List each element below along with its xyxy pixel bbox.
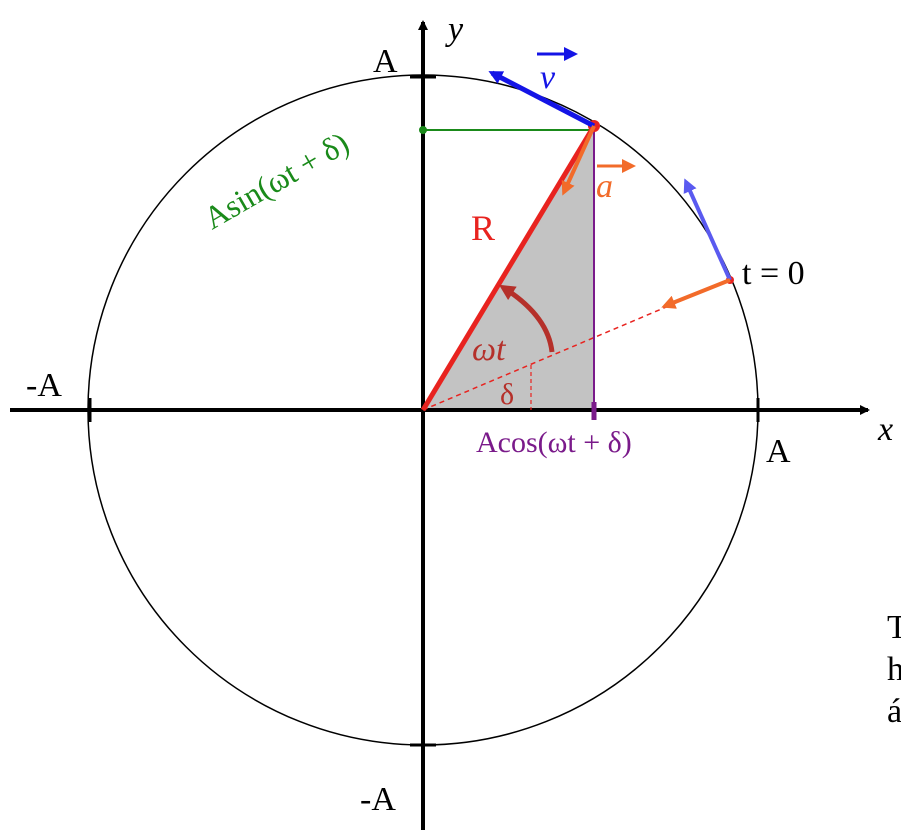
label-right-A: A bbox=[766, 433, 791, 470]
label-top-A: A bbox=[373, 43, 398, 80]
radius-line bbox=[420, 124, 597, 412]
initial-velocity-vector bbox=[683, 178, 732, 281]
radius-label: R bbox=[471, 208, 495, 248]
delta-label: δ bbox=[500, 378, 514, 411]
angle-arrow bbox=[498, 284, 555, 353]
side-text-line-2: h bbox=[887, 651, 901, 688]
sin-projection-point bbox=[419, 126, 427, 134]
acceleration-vector bbox=[561, 125, 596, 196]
x-axis-label: x bbox=[877, 411, 893, 448]
omega-t-label: ωt bbox=[472, 331, 507, 368]
cos-projection-label: Acos(ωt + δ) bbox=[476, 426, 632, 459]
t-zero-label: t = 0 bbox=[742, 255, 805, 292]
label-bottom-A: -A bbox=[360, 781, 396, 818]
y-axis-label: y bbox=[445, 11, 464, 48]
side-text-line-3: á bbox=[887, 693, 901, 730]
velocity-vector bbox=[488, 70, 596, 129]
acceleration-label: a bbox=[596, 168, 613, 205]
initial-acceleration-vector bbox=[661, 278, 731, 309]
initial-radius-dashed bbox=[422, 279, 731, 411]
sin-projection-label: Asin(ωt + δ) bbox=[198, 124, 355, 236]
label-left-A: -A bbox=[26, 367, 62, 404]
velocity-label: v bbox=[540, 59, 556, 96]
side-text-line-1: T bbox=[887, 609, 901, 646]
